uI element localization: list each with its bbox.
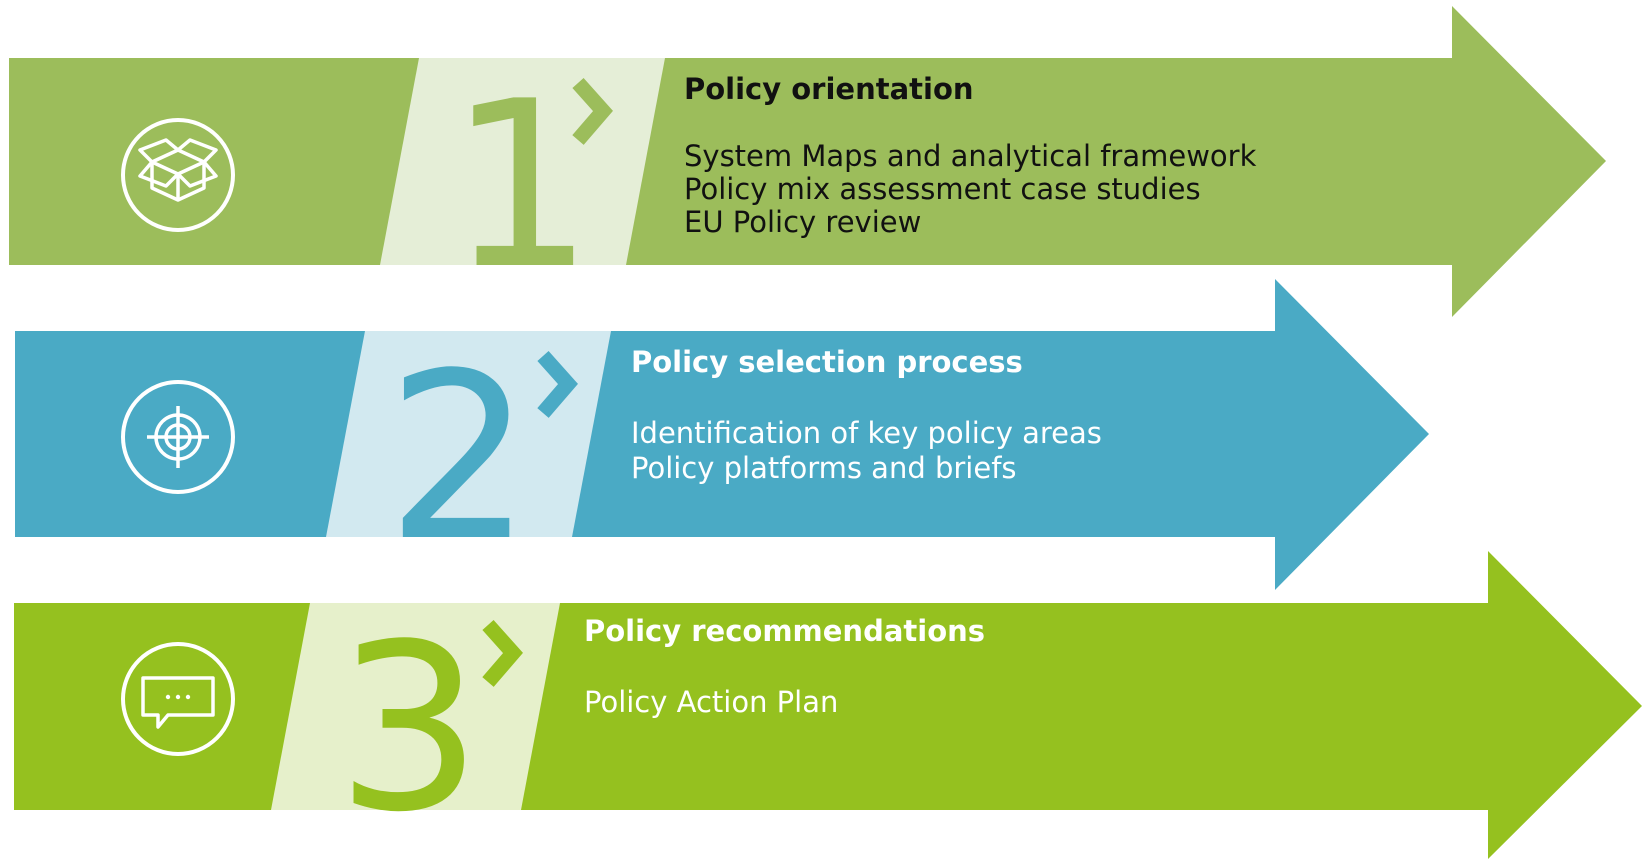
speech-bubble-icon xyxy=(121,642,235,756)
step-3-number: 3 xyxy=(336,596,482,859)
step-2-chevron xyxy=(537,351,578,418)
step-1-line-3: EU Policy review xyxy=(684,205,922,239)
step-3-title: Policy recommendations xyxy=(584,614,986,648)
step-2-number: 2 xyxy=(386,325,532,592)
target-icon xyxy=(121,380,235,494)
step-3-number-band xyxy=(271,603,560,810)
step-2-line-1: Identification of key policy areas xyxy=(631,416,1102,450)
step-1-title: Policy orientation xyxy=(684,72,974,106)
step-1-line-1: System Maps and analytical framework xyxy=(684,139,1257,173)
step-1-line-2: Policy mix assessment case studies xyxy=(684,172,1201,206)
step-2-title: Policy selection process xyxy=(631,345,1023,379)
step-1-number: 1 xyxy=(448,53,594,320)
step-3-chevron xyxy=(482,620,523,687)
step-2-number-band xyxy=(326,331,611,537)
step-2-line-2: Policy platforms and briefs xyxy=(631,451,1017,485)
step-1-chevron xyxy=(572,78,613,145)
box-icon xyxy=(121,118,235,232)
step-3-line-1: Policy Action Plan xyxy=(584,685,839,719)
